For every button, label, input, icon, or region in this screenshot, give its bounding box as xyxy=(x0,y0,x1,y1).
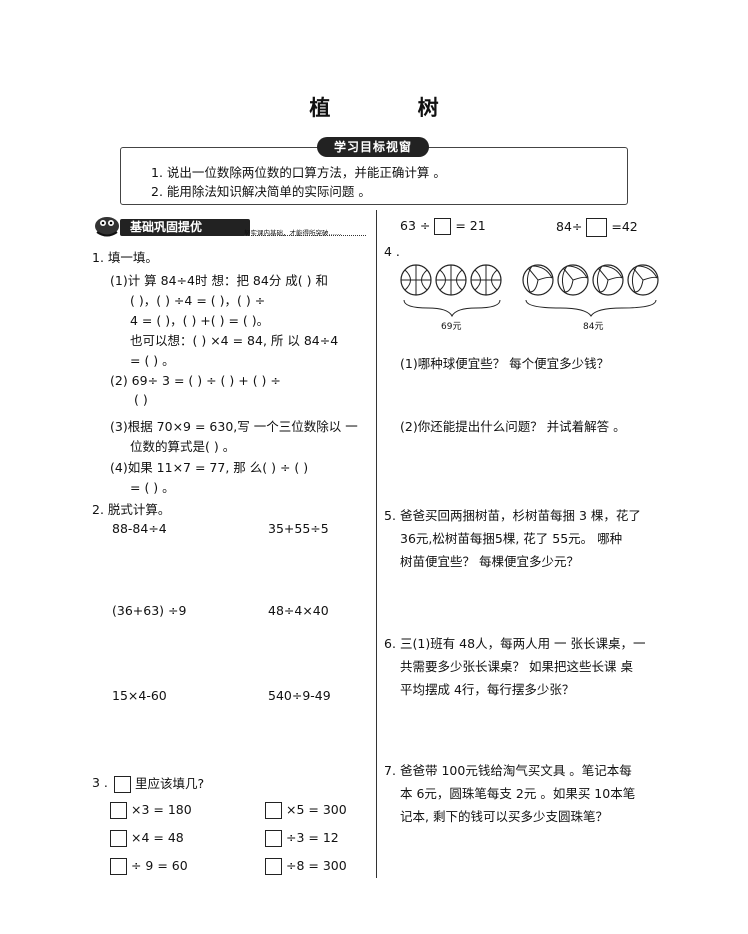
q3-item: ×3 = 180 xyxy=(110,802,192,819)
goal-item: 1. 说出一位数除两位数的口算方法，并能正确计算 。 xyxy=(151,165,446,180)
q3-item-text: ÷ 9 = 60 xyxy=(130,858,188,873)
calc-item: 88-84÷4 xyxy=(112,521,167,536)
q3-item-text: ×4 = 48 xyxy=(130,830,184,845)
answer-box[interactable] xyxy=(114,776,131,793)
q1-2-line: (2) 69÷ 3 = ( ) ÷ ( ) + ( ) ÷ xyxy=(110,373,281,388)
q3-item-text: ×3 = 180 xyxy=(130,802,192,817)
q3-item: ÷ 9 = 60 xyxy=(110,858,188,875)
q4-number: 4 . xyxy=(384,244,400,259)
q7-line: 记本, 剩下的钱可以买多少支圆珠笔？ xyxy=(400,809,608,824)
calc-item: 15×4-60 xyxy=(112,688,167,703)
answer-box[interactable] xyxy=(586,218,608,237)
goal-item: 2. 能用除法知识解决简单的实际问题 。 xyxy=(151,184,371,199)
q6-number: 6. xyxy=(384,636,396,651)
answer-box[interactable] xyxy=(110,858,127,875)
calc-item: 35+55÷5 xyxy=(268,521,329,536)
top-equation-2: 84÷ =42 xyxy=(556,218,638,237)
section-subtitle: 努实课内基础，才能得所突破…… xyxy=(244,229,342,237)
mascot-icon xyxy=(95,217,119,237)
answer-box[interactable] xyxy=(265,802,282,819)
equation-right: =42 xyxy=(611,219,638,234)
top-equation-1: 63 ÷ = 21 xyxy=(400,218,486,235)
section-underline xyxy=(244,235,366,236)
q1-1-line: = ( ) 。 xyxy=(130,353,175,368)
q3-item-text: ×5 = 300 xyxy=(285,802,347,817)
q1-4-line: = ( ) 。 xyxy=(130,480,175,495)
q3-number: 3 . xyxy=(92,775,108,790)
q7-line: 本 6元，圆珠笔每支 2元 。如果买 10本笔 xyxy=(400,786,636,801)
column-divider xyxy=(376,210,377,878)
answer-box[interactable] xyxy=(265,858,282,875)
learning-goals-box: 学习目标视窗 1. 说出一位数除两位数的口算方法，并能正确计算 。 2. 能用除… xyxy=(120,137,628,205)
answer-box[interactable] xyxy=(110,802,127,819)
price-label-1: 69元 xyxy=(441,322,462,332)
q3-item: ×4 = 48 xyxy=(110,830,184,847)
q5-line: 树苗便宜些？ 每棵便宜多少元？ xyxy=(400,554,579,569)
q6-line: 平均摆成 4行，每行摆多少张？ xyxy=(400,682,575,697)
answer-box[interactable] xyxy=(110,830,127,847)
equation-left: 63 ÷ xyxy=(400,218,431,233)
q6-line: 共需要多少张长课桌？ 如果把这些长课 桌 xyxy=(400,659,633,674)
q3-item: ÷8 = 300 xyxy=(265,858,347,875)
q1-1-line: (1)计 算 84÷4时 想：把 84分 成( ) 和 xyxy=(110,273,329,288)
learning-goals-header: 学习目标视窗 xyxy=(317,137,429,157)
q4-1: (1)哪种球便宜些？ 每个便宜多少钱？ xyxy=(400,356,610,371)
volleyballs-illustration xyxy=(522,264,659,317)
calc-item: 48÷4×40 xyxy=(268,603,329,618)
q2-title: 2. 脱式计算。 xyxy=(92,502,171,517)
q3-item-text: ÷8 = 300 xyxy=(285,858,347,873)
q1-1-line: 4 = ( )，( ) +( ) = ( )。 xyxy=(130,313,270,328)
q4-2: (2)你还能提出什么问题？ 并试着解答 。 xyxy=(400,419,626,434)
q7-line: 爸爸带 100元钱给淘气买文具 。笔记本每 xyxy=(400,763,632,778)
equation-left: 84÷ xyxy=(556,219,583,234)
answer-box[interactable] xyxy=(434,218,452,235)
q5-line: 36元,松树苗每捆5棵, 花了 55元。 哪种 xyxy=(400,531,623,546)
q1-3-line: 位数的算式是( ) 。 xyxy=(130,439,236,454)
q3-item-text: ÷3 = 12 xyxy=(285,830,339,845)
q1-1-line: 也可以想：( ) ×4 = 84, 所 以 84÷4 xyxy=(130,333,339,348)
basketballs-illustration xyxy=(400,264,502,318)
q1-title: 1. 填一填。 xyxy=(92,250,158,265)
q5-line: 爸爸买回两捆树苗，杉树苗每捆 3 棵，花了 xyxy=(400,508,641,523)
q1-1-line: ( )，( ) ÷4 = ( )，( ) ÷ xyxy=(130,293,266,308)
equation-right: = 21 xyxy=(455,218,486,233)
q1-2-line: ( ) xyxy=(134,392,148,407)
q1-3-line: (3)根据 70×9 = 630,写 一个三位数除以 一 xyxy=(110,419,358,434)
page-title: 植 树 xyxy=(309,96,479,120)
q1-4-line: (4)如果 11×7 = 77, 那 么( ) ÷ ( ) xyxy=(110,460,309,475)
q6-line: 三(1)班有 48人，每两人用 一 张长课桌，一 xyxy=(400,636,646,651)
q3-title-text: 里应该填几? xyxy=(134,776,205,791)
q3-item: ÷3 = 12 xyxy=(265,830,339,847)
q3-title: 里应该填几? xyxy=(114,773,204,793)
answer-box[interactable] xyxy=(265,830,282,847)
q3-item: ×5 = 300 xyxy=(265,802,347,819)
q7-number: 7. xyxy=(384,763,396,778)
calc-item: (36+63) ÷9 xyxy=(112,603,187,618)
price-label-2: 84元 xyxy=(583,322,604,332)
section-header: 基础巩固提优 xyxy=(120,219,250,236)
calc-item: 540÷9-49 xyxy=(268,688,331,703)
q5-number: 5. xyxy=(384,508,396,523)
